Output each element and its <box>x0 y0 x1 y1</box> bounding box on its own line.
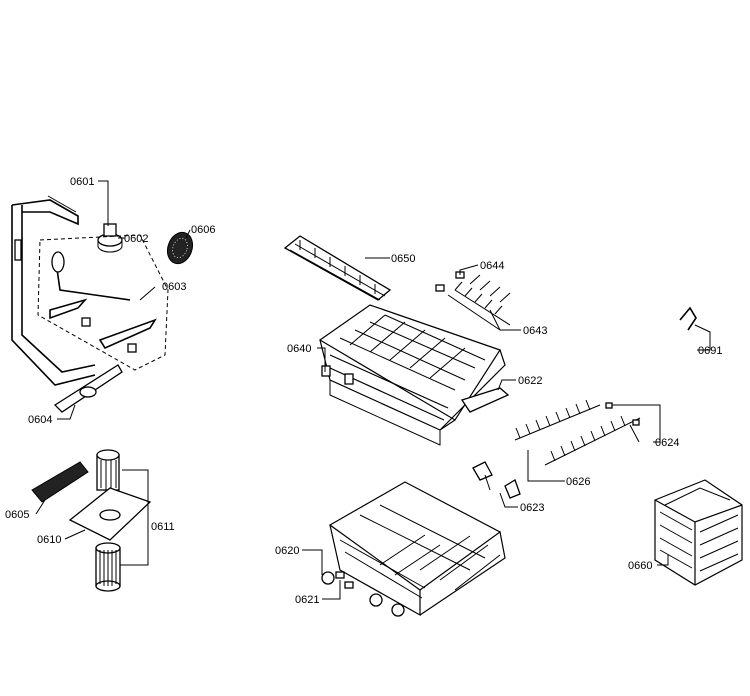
label-0643: 0643 <box>523 325 547 337</box>
label-0650: 0650 <box>391 253 415 265</box>
label-0622: 0622 <box>518 375 542 387</box>
label-0623: 0623 <box>520 502 544 514</box>
flat-filter <box>68 487 152 541</box>
label-0691: 0691 <box>698 345 722 357</box>
wheel-axles-0621 <box>335 571 354 589</box>
wheels-0620 <box>321 571 405 617</box>
label-0603: 0603 <box>162 281 186 293</box>
label-0601: 0601 <box>70 176 94 188</box>
basket-handle-0622 <box>460 387 510 413</box>
lower-spray-arm <box>53 364 123 413</box>
cutlery-basket <box>654 479 743 586</box>
tine-rows-0626 <box>514 399 641 466</box>
part-labels: 0601 0602 0606 0603 0604 0605 0610 0611 … <box>5 176 722 606</box>
label-0611: 0611 <box>151 521 175 533</box>
label-0626: 0626 <box>566 476 590 488</box>
label-0610: 0610 <box>37 534 61 546</box>
leader-lines <box>35 180 711 600</box>
label-0640: 0640 <box>287 343 311 355</box>
label-0660: 0660 <box>628 560 652 572</box>
spray-arm-supply-pipe <box>11 195 96 386</box>
lower-basket <box>328 481 506 617</box>
label-0606: 0606 <box>191 224 215 236</box>
label-0624: 0624 <box>655 437 679 449</box>
label-0605: 0605 <box>5 509 29 521</box>
rack-adjuster-0623 <box>472 461 521 499</box>
upper-spray-arm-group <box>37 234 169 371</box>
upper-basket <box>318 304 506 446</box>
label-0621: 0621 <box>295 594 319 606</box>
filter-cylinder <box>96 449 120 491</box>
micro-filter <box>95 542 121 592</box>
label-0604: 0604 <box>28 414 52 426</box>
cup-shelf-0643 <box>447 274 511 331</box>
cup-rack-strip <box>283 235 392 301</box>
clip-0691 <box>679 306 697 331</box>
filter-disc <box>166 231 194 265</box>
label-0620: 0620 <box>275 545 299 557</box>
label-0644: 0644 <box>480 260 504 272</box>
filter-cover <box>31 461 89 503</box>
label-0602: 0602 <box>124 233 148 245</box>
